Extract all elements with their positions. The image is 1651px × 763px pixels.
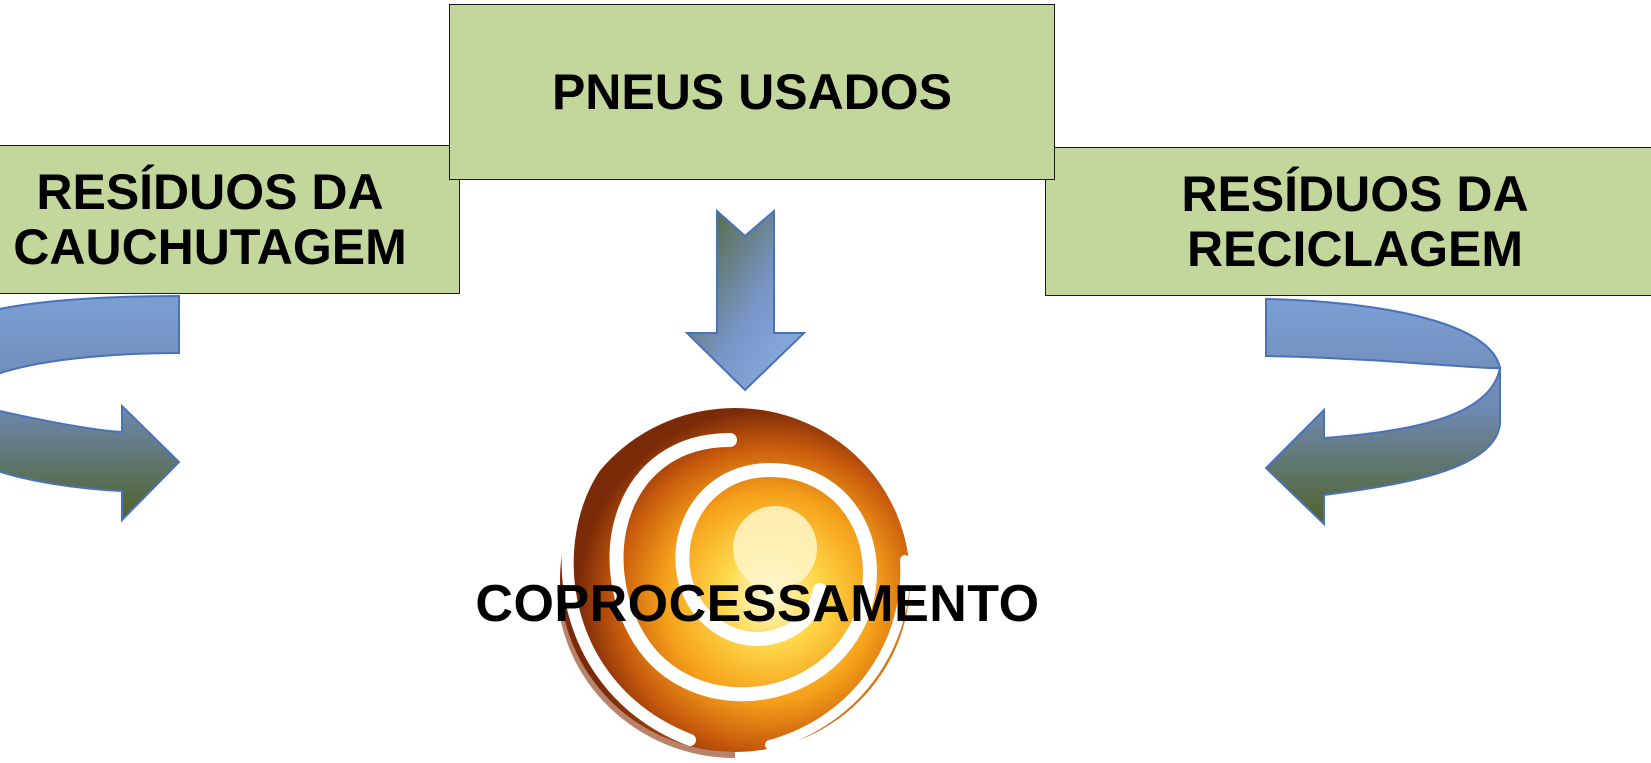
box-residuos-cauchutagem: RESÍDUOS DA CAUCHUTAGEM (0, 145, 460, 294)
box-pneus-usados: PNEUS USADOS (449, 4, 1055, 180)
curved-arrow-left-icon (1264, 297, 1502, 527)
down-arrow-icon (684, 208, 807, 392)
box-label: RESÍDUOS DA RECICLAGEM (1181, 165, 1529, 277)
curved-arrow-right-icon (0, 294, 181, 523)
box-residuos-reciclagem: RESÍDUOS DA RECICLAGEM (1045, 147, 1651, 296)
box-label: PNEUS USADOS (551, 63, 953, 120)
box-label: RESÍDUOS DA CAUCHUTAGEM (13, 163, 407, 275)
coprocessamento-label: COPROCESSAMENTO (475, 575, 1040, 633)
kiln-flame-spiral-icon (557, 408, 911, 758)
